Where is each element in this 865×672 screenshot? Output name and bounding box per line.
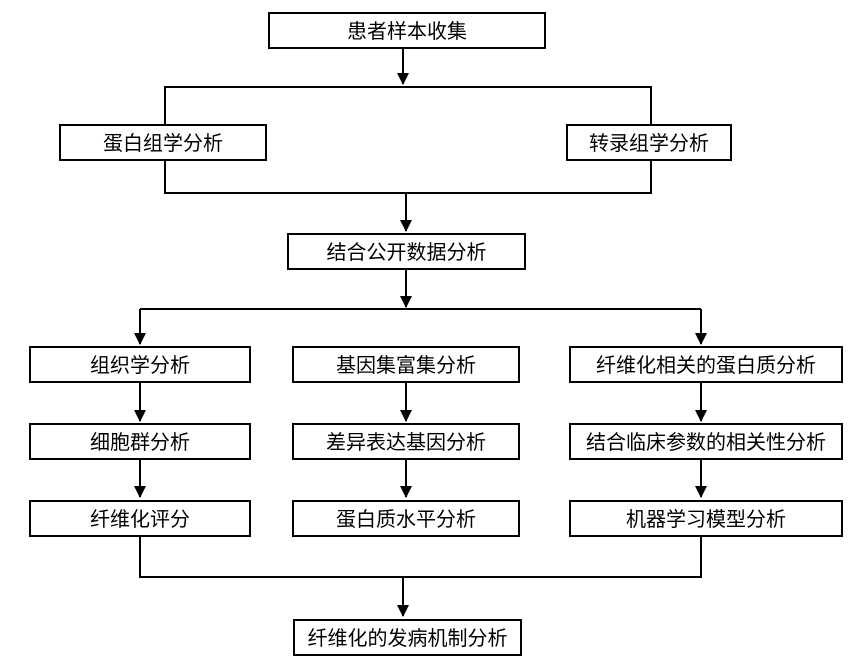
node-patient-sample: 患者样本收集: [268, 12, 546, 49]
node-proteomics: 蛋白组学分析: [59, 124, 267, 161]
node-protein-level: 蛋白质水平分析: [292, 500, 520, 537]
node-deg: 差异表达基因分析: [292, 423, 520, 460]
node-ml-model: 机器学习模型分析: [569, 500, 843, 537]
node-clinical-correlation: 结合临床参数的相关性分析: [569, 423, 843, 460]
node-cell-population: 细胞群分析: [29, 423, 251, 460]
node-transcriptomics: 转录组学分析: [566, 124, 732, 161]
node-gene-set: 基因集富集分析: [292, 346, 520, 383]
node-histology: 组织学分析: [29, 346, 251, 383]
node-pathogenesis: 纤维化的发病机制分析: [293, 619, 522, 656]
node-fibrosis-protein: 纤维化相关的蛋白质分析: [569, 346, 843, 383]
node-fibrosis-score: 纤维化评分: [29, 500, 251, 537]
node-public-data: 结合公开数据分析: [287, 233, 526, 270]
